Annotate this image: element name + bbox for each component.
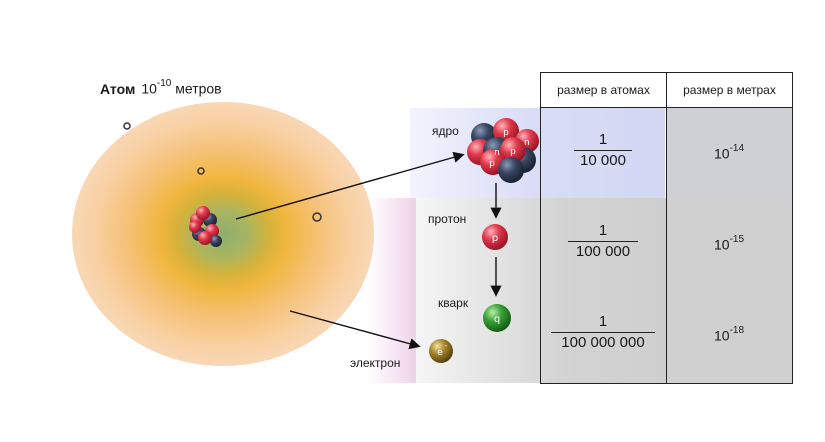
atom-size-exponent: -10: [156, 78, 172, 89]
fraction-bar: [574, 150, 632, 151]
atom-halo: [72, 102, 374, 366]
proton-size-meters: 10-15: [666, 234, 792, 253]
proton-atom-ratio: 1 100 000: [540, 222, 666, 261]
atom-title-label: Атом: [100, 80, 136, 97]
column-header-meters: размер в метрах: [666, 72, 793, 108]
label-proton: протон: [428, 212, 467, 226]
electron-charge: -: [445, 342, 448, 350]
table-middle-border: [666, 72, 667, 384]
nucleus-neutron-letter: n: [524, 138, 530, 148]
nucleus-neutron-letter: n: [494, 148, 500, 158]
proton-letter: p: [492, 233, 498, 244]
proton-ratio-denominator: 100 000: [575, 243, 631, 260]
atom-nucleus-small: [189, 206, 222, 247]
label-nucleus: ядро: [432, 124, 459, 138]
fraction-bar: [551, 332, 655, 333]
atom-size-unit: метров: [175, 80, 222, 97]
atom-title: Атом 10-10 метров: [100, 78, 222, 97]
atom-size-base: 10: [141, 80, 157, 97]
nucleus-proton-letter: p: [489, 159, 495, 169]
proton-icon: p: [482, 224, 508, 250]
proton-pow-exponent: -15: [729, 234, 745, 245]
fraction-bar: [568, 241, 638, 242]
quark-pow-exponent: -18: [729, 325, 745, 336]
column-header-atoms: размер в атомах: [540, 72, 667, 108]
proton-ratio-numerator: 1: [598, 222, 608, 239]
electron-dot-3: [312, 212, 322, 222]
nucleus-ratio-numerator: 1: [598, 131, 608, 148]
pink-panel-gradient: [368, 198, 416, 383]
quark-atom-ratio: 1 100 000 000: [536, 313, 670, 352]
meters-column-top-background: [666, 108, 792, 198]
electron-icon: e -: [429, 339, 453, 363]
arrow-atom-to-nucleus: [235, 151, 465, 220]
electron-letter: e: [437, 348, 443, 358]
arrow-atom-to-electron: [289, 310, 421, 350]
nucleus-pow-base: 10: [713, 145, 730, 162]
quark-pow-base: 10: [713, 327, 730, 344]
label-quark: кварк: [438, 296, 469, 310]
label-electron: электрон: [350, 356, 401, 370]
nucleus-proton-letter: p: [503, 128, 509, 138]
electron-dot-1: [123, 122, 131, 130]
quark-icon: q: [483, 304, 511, 332]
nucleus-pow-exponent: -14: [729, 143, 745, 154]
nucleus-icon: p p n p n: [467, 118, 539, 183]
nucleus-proton-letter: p: [510, 147, 516, 157]
quark-size-meters: 10-18: [666, 325, 792, 344]
electron-dot-2: [197, 167, 205, 175]
quark-letter: q: [494, 314, 500, 325]
table-right-border: [792, 72, 793, 384]
proton-pow-base: 10: [713, 236, 730, 253]
nucleus-ratio-denominator: 10 000: [580, 152, 626, 169]
quark-ratio-denominator: 100 000 000: [561, 334, 645, 351]
nucleus-size-meters: 10-14: [666, 143, 792, 162]
nucleus-atom-ratio: 1 10 000: [540, 131, 666, 170]
table-bottom-border: [540, 383, 793, 384]
quark-ratio-numerator: 1: [598, 313, 608, 330]
table-left-border: [540, 72, 541, 384]
